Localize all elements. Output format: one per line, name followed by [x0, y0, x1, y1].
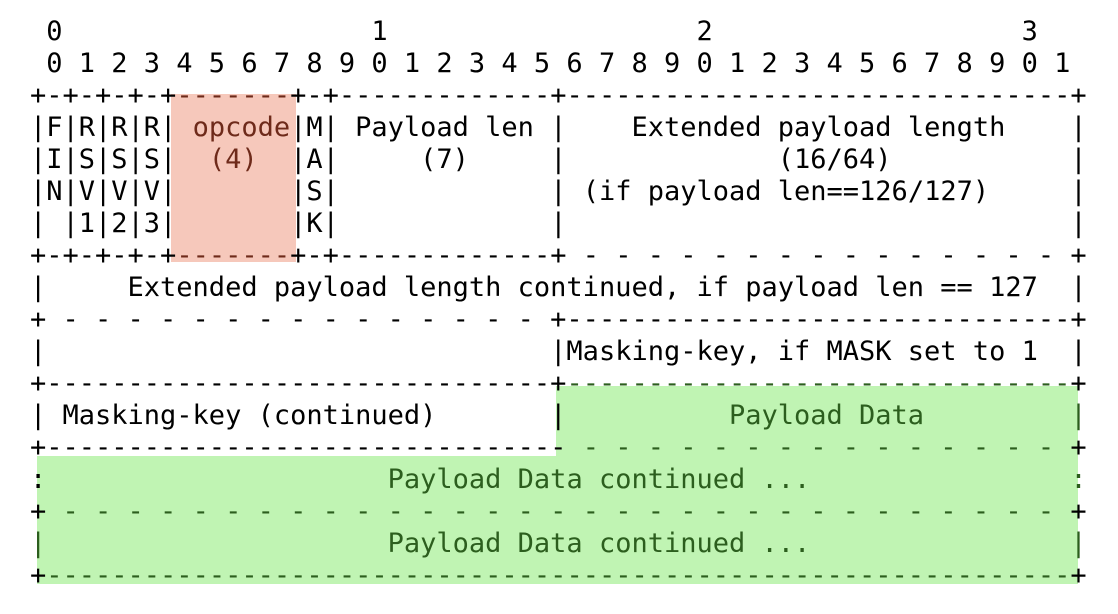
row-header-2-segment: (4): [176, 144, 291, 175]
border-payload-data-segment: +--------------------------------: [30, 432, 567, 463]
row-header-1: |F|R|R|R| opcode|M| Payload len | Extend…: [30, 112, 1087, 144]
payload-data-highlight-lower: [37, 456, 1078, 584]
row-masking-key-continued-payload-data-segment: | Masking-key (continued) |: [30, 400, 567, 431]
row-header-1-segment: opcode: [176, 112, 291, 143]
border-masking-key-segment: +: [1070, 368, 1087, 399]
bit-ruler-tens-segment: 0 1 2 3: [30, 16, 1038, 47]
border-payload-continued-segment: +: [30, 496, 47, 527]
row-header-3-segment: |S| | (if payload len==126/127) |: [290, 176, 1087, 207]
row-header-3: |N|V|V|V| |S| | (if payload len==126/127…: [30, 176, 1087, 208]
border-header-bottom: +-+-+-+-+-------+-+-------------+ - - - …: [30, 240, 1087, 272]
row-payload-data-continued-1-segment: :: [30, 464, 47, 495]
row-payload-data-continued-1-segment: Payload Data continued ...: [46, 464, 1071, 495]
border-masking-key-segment: -------------------------------: [566, 368, 1071, 399]
row-masking-key-continued-payload-data-segment: |: [1070, 400, 1087, 431]
border-payload-continued-segment: - - - - - - - - - - - - - - - - - - - - …: [46, 496, 1071, 527]
bit-ruler-tens: 0 1 2 3: [30, 16, 1087, 48]
row-header-4-segment: |K| | |: [290, 208, 1087, 239]
border-payload-data: +-------------------------------- - - - …: [30, 432, 1087, 464]
border-payload-data-segment: - - - - - - - - - - - - - - -: [566, 432, 1071, 463]
row-masking-key-continued-payload-data: | Masking-key (continued) | Payload Data…: [30, 400, 1087, 432]
border-header-bottom-segment: -------: [176, 240, 291, 271]
row-header-2-segment: |I|S|S|S|: [30, 144, 177, 175]
row-extended-payload-continued-segment: | Extended payload length continued, if …: [30, 272, 1087, 303]
border-top-segment: +-+-------------+-----------------------…: [290, 80, 1087, 111]
border-masking-key-segment: +-------------------------------+: [30, 368, 567, 399]
bit-ruler-units: 0 1 2 3 4 5 6 7 8 9 0 1 2 3 4 5 6 7 8 9 …: [30, 48, 1087, 80]
border-payload-continued: + - - - - - - - - - - - - - - - - - - - …: [30, 496, 1087, 528]
row-header-4-segment: [176, 208, 290, 239]
row-payload-data-continued-2-segment: | Payload Data continued ... |: [30, 528, 1087, 559]
row-payload-data-continued-2: | Payload Data continued ... |: [30, 528, 1087, 560]
border-extended-payload: + - - - - - - - - - - - - - - - +-------…: [30, 304, 1087, 336]
border-top-segment: +-+-+-+-+: [30, 80, 177, 111]
border-bottom-segment: +: [1070, 560, 1087, 591]
border-top-segment: -------: [176, 80, 291, 111]
row-payload-data-continued-1-segment: :: [1070, 464, 1087, 495]
border-bottom: +---------------------------------------…: [30, 560, 1087, 592]
opcode-field-highlight: [171, 94, 296, 262]
border-masking-key: +-------------------------------+-------…: [30, 368, 1087, 400]
row-header-2: |I|S|S|S| (4) |A| (7) | (16/64) |: [30, 144, 1087, 176]
border-bottom-segment: +: [30, 560, 47, 591]
row-payload-data-continued-1: : Payload Data continued ... :: [30, 464, 1087, 496]
row-masking-key-continued-payload-data-segment: Payload Data: [566, 400, 1071, 431]
row-header-1-segment: |M| Payload len | Extended payload lengt…: [290, 112, 1087, 143]
frame-diagram-text: 0 1 2 3 0 1 2 3 4 5 6 7 8 9 0 1 2 3 4 5 …: [30, 16, 1087, 592]
payload-data-highlight-upper: [556, 386, 1078, 456]
row-header-3-segment: [176, 176, 290, 207]
row-masking-key-if-mask: | |Masking-key, if MASK set to 1 |: [30, 336, 1087, 368]
row-extended-payload-continued: | Extended payload length continued, if …: [30, 272, 1087, 304]
row-header-1-segment: |F|R|R|R|: [30, 112, 177, 143]
border-payload-continued-segment: +: [1070, 496, 1087, 527]
border-header-bottom-segment: +-+-------------+ - - - - - - - - - - - …: [290, 240, 1087, 271]
border-top: +-+-+-+-+-------+-+-------------+-------…: [30, 80, 1087, 112]
border-payload-data-segment: +: [1070, 432, 1087, 463]
border-header-bottom-segment: +-+-+-+-+: [30, 240, 177, 271]
row-header-2-segment: |A| (7) | (16/64) |: [290, 144, 1087, 175]
row-header-4-segment: | |1|2|3|: [30, 208, 177, 239]
bit-ruler-units-segment: 0 1 2 3 4 5 6 7 8 9 0 1 2 3 4 5 6 7 8 9 …: [30, 48, 1071, 79]
border-extended-payload-segment: + - - - - - - - - - - - - - - - +-------…: [30, 304, 1087, 335]
border-bottom-segment: ----------------------------------------…: [46, 560, 1071, 591]
row-header-4: | |1|2|3| |K| | |: [30, 208, 1087, 240]
row-header-3-segment: |N|V|V|V|: [30, 176, 177, 207]
row-masking-key-if-mask-segment: | |Masking-key, if MASK set to 1 |: [30, 336, 1087, 367]
